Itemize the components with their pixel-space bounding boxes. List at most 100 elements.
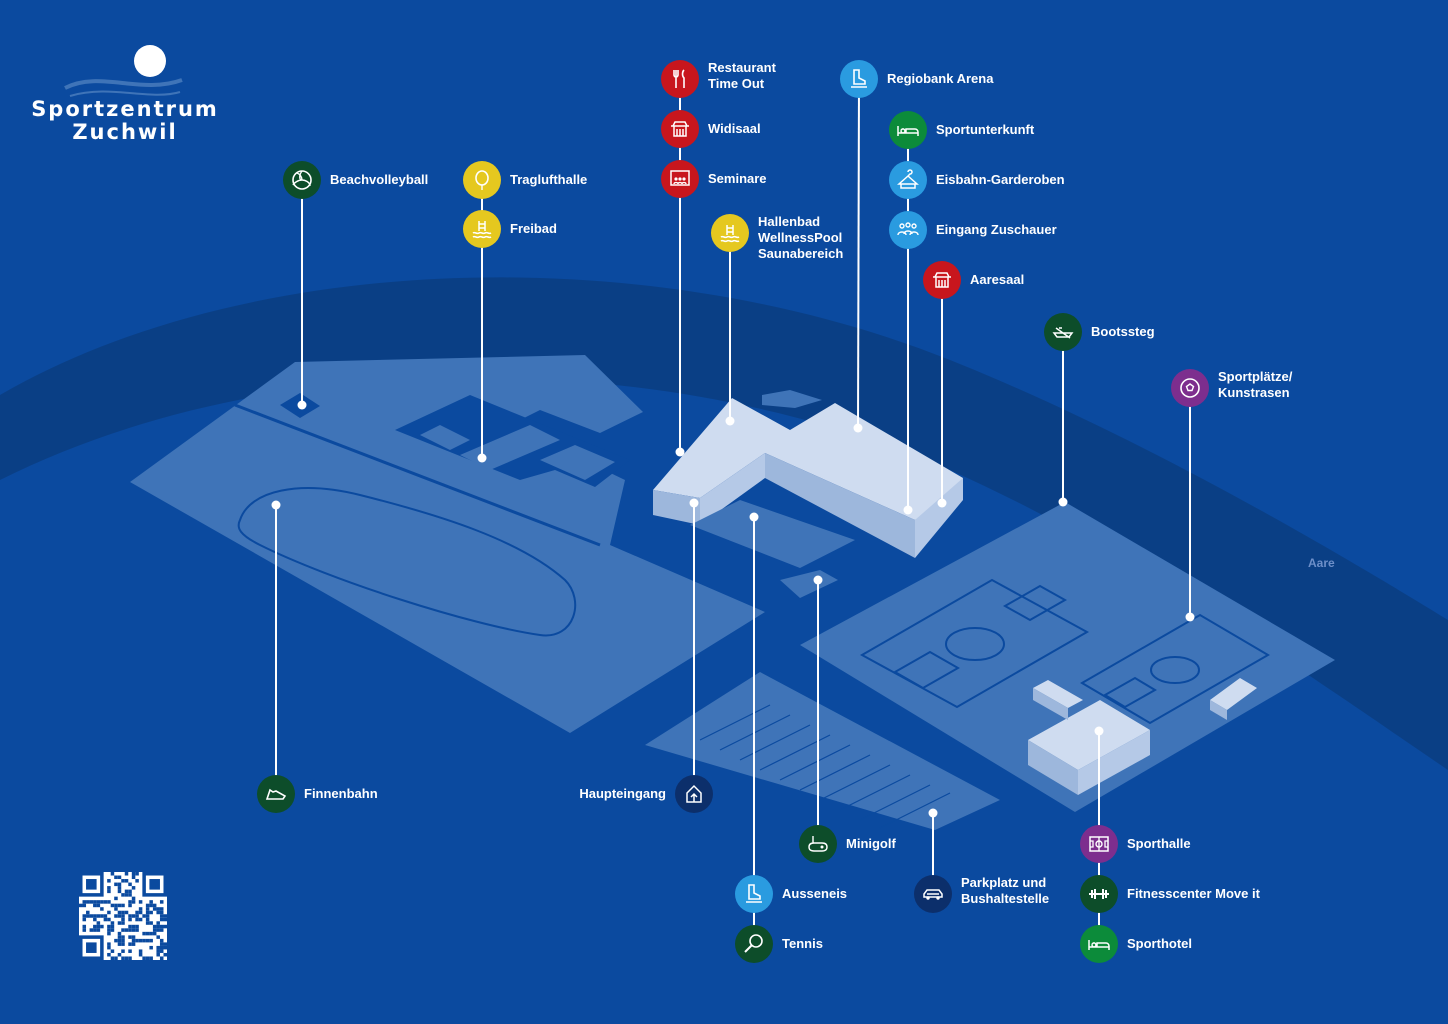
pool-icon[interactable]	[711, 214, 749, 252]
poi-bootssteg[interactable]: Bootssteg	[1044, 313, 1155, 351]
poi-label-line: Hallenbad	[758, 214, 821, 229]
poi-regiobank-arena[interactable]: Regiobank Arena	[840, 60, 993, 98]
shoe-icon[interactable]	[257, 775, 295, 813]
area-sportplaetze	[800, 502, 1335, 812]
poi-label: Fitnesscenter Move it	[1127, 886, 1260, 902]
location-dot-parkplatz[interactable]	[928, 808, 938, 818]
poi-label-line: Restaurant	[708, 60, 776, 75]
poi-tennis[interactable]: Tennis	[735, 925, 823, 963]
location-dot-eingang-zuschauer[interactable]	[903, 505, 913, 515]
location-dot-sportplaetze[interactable]	[1185, 612, 1195, 622]
poi-label: Eisbahn-Garderoben	[936, 172, 1065, 188]
cutlery-icon[interactable]	[661, 60, 699, 98]
poi-aaresaal[interactable]: Aaresaal	[923, 261, 1024, 299]
poi-label: Ausseneis	[782, 886, 847, 902]
qr-code[interactable]	[79, 872, 167, 960]
poi-label-line: Regiobank Arena	[887, 71, 994, 86]
location-dot-ausseneis[interactable]	[749, 512, 759, 522]
poi-label: Sporthotel	[1127, 936, 1192, 952]
pool-icon[interactable]	[463, 210, 501, 248]
poi-label-line: Ausseneis	[782, 886, 848, 901]
logo-line2: Zuchwil	[72, 120, 178, 144]
skate-icon[interactable]	[735, 875, 773, 913]
poi-traglufthalle[interactable]: Traglufthalle	[463, 161, 587, 199]
minigolf-icon[interactable]	[799, 825, 837, 863]
poi-label: Widisaal	[708, 121, 761, 137]
poi-beachvolleyball[interactable]: Beachvolleyball	[283, 161, 428, 199]
poi-label: Sporthalle	[1127, 836, 1191, 852]
poi-minigolf[interactable]: Minigolf	[799, 825, 896, 863]
poi-label-line: Bootssteg	[1091, 324, 1155, 339]
location-dot-aaresaal[interactable]	[937, 498, 947, 508]
skate-icon[interactable]	[840, 60, 878, 98]
main-building-top	[653, 398, 963, 520]
poi-eingang-zuschauer[interactable]: Eingang Zuschauer	[889, 211, 1057, 249]
location-dot-freibad[interactable]	[477, 453, 487, 463]
poi-freibad[interactable]: Freibad	[463, 210, 557, 248]
poi-label: Haupteingang	[579, 786, 666, 802]
river-aare	[0, 277, 1448, 770]
seminar-icon[interactable]	[661, 160, 699, 198]
hall-icon[interactable]	[661, 110, 699, 148]
location-dot-regiobank-arena[interactable]	[853, 423, 863, 433]
poi-haupteingang[interactable]: Haupteingang	[579, 775, 713, 813]
poi-label-line: Aaresaal	[970, 272, 1025, 287]
poi-label: Traglufthalle	[510, 172, 587, 188]
boat-icon[interactable]	[1044, 313, 1082, 351]
poi-label-line: Sporthotel	[1127, 936, 1192, 951]
logo-title: Sportzentrum Zuchwil	[30, 98, 220, 144]
poi-sporthalle[interactable]: Sporthalle	[1080, 825, 1191, 863]
poi-label-line: Kunstrasen	[1218, 385, 1290, 400]
location-dot-minigolf[interactable]	[813, 575, 823, 585]
poi-fitnesscenter[interactable]: Fitnesscenter Move it	[1080, 875, 1260, 913]
bed-icon[interactable]	[1080, 925, 1118, 963]
location-dot-haupteingang[interactable]	[689, 498, 699, 508]
poi-label: Freibad	[510, 221, 557, 237]
poi-label: Beachvolleyball	[330, 172, 428, 188]
location-dot-bootssteg[interactable]	[1058, 497, 1068, 507]
poi-ausseneis[interactable]: Ausseneis	[735, 875, 847, 913]
sporthalle-building	[1028, 700, 1150, 770]
poi-eisbahn-garderoben[interactable]: Eisbahn-Garderoben	[889, 161, 1065, 199]
poi-label-line: Eingang Zuschauer	[936, 222, 1057, 237]
poi-sportunterkunft[interactable]: Sportunterkunft	[889, 111, 1034, 149]
area-parkplatz	[645, 672, 1000, 830]
poi-widisaal[interactable]: Widisaal	[661, 110, 761, 148]
dumbbell-icon[interactable]	[1080, 875, 1118, 913]
poi-sportplaetze[interactable]: Sportplätze/Kunstrasen	[1171, 369, 1292, 407]
poi-label-line: Traglufthalle	[510, 172, 588, 187]
volleyball-icon[interactable]	[283, 161, 321, 199]
poi-label-line: Finnenbahn	[304, 786, 378, 801]
poi-sporthotel[interactable]: Sporthotel	[1080, 925, 1192, 963]
area-ausseneis	[690, 500, 855, 568]
location-dot-restaurant[interactable]	[675, 447, 685, 457]
location-dot-beachvolleyball[interactable]	[297, 400, 307, 410]
car-icon[interactable]	[914, 875, 952, 913]
football-icon[interactable]	[1171, 369, 1209, 407]
location-dot-finnenbahn[interactable]	[271, 500, 281, 510]
poi-label-line: Bushaltestelle	[961, 891, 1050, 906]
poi-finnenbahn[interactable]: Finnenbahn	[257, 775, 378, 813]
gym-hall-icon[interactable]	[1080, 825, 1118, 863]
tennis-icon[interactable]	[735, 925, 773, 963]
area-freibad	[130, 355, 765, 733]
bed-icon[interactable]	[889, 111, 927, 149]
poi-label-line: Eisbahn-Garderoben	[936, 172, 1065, 187]
poi-seminare[interactable]: Seminare	[661, 160, 767, 198]
people-icon[interactable]	[889, 211, 927, 249]
poi-label: Finnenbahn	[304, 786, 378, 802]
poi-label-line: Minigolf	[846, 836, 896, 851]
hanger-icon[interactable]	[889, 161, 927, 199]
poi-label: Aaresaal	[970, 272, 1024, 288]
location-dot-sporthalle[interactable]	[1094, 726, 1104, 736]
poi-label-line: WellnessPool	[758, 230, 843, 245]
hall-icon[interactable]	[923, 261, 961, 299]
balloon-icon[interactable]	[463, 161, 501, 199]
location-dot-hallenbad[interactable]	[725, 416, 735, 426]
entrance-icon[interactable]	[675, 775, 713, 813]
